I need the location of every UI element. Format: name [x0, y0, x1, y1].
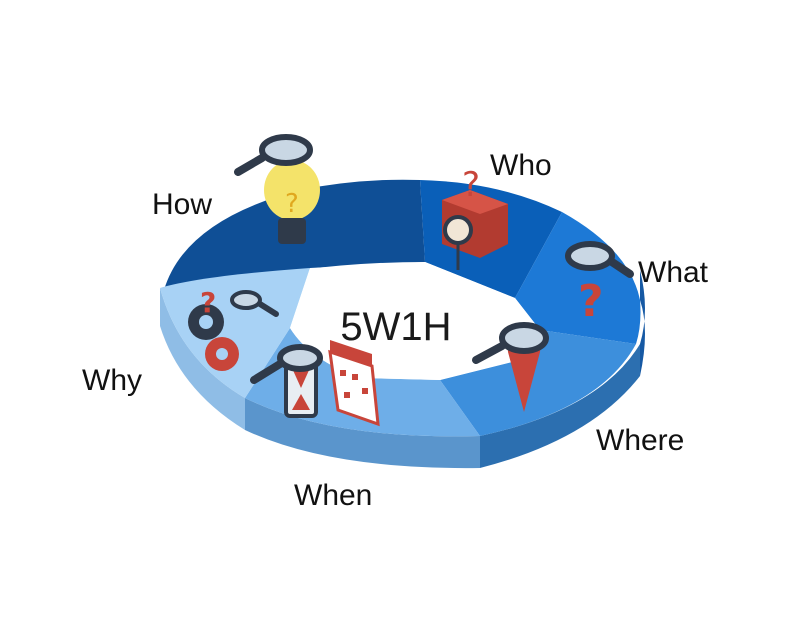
segment-labels: How Who What Where When Why [82, 149, 709, 512]
hourglass-calendar-icon [250, 340, 380, 427]
svg-text:?: ? [200, 286, 216, 319]
map-pin-magnifier-icon [472, 322, 549, 412]
label-why: Why [82, 364, 142, 397]
label-what: What [638, 256, 709, 289]
person-box-question-icon: ? [442, 165, 508, 270]
label-where: Where [596, 424, 684, 457]
lightbulb-magnifier-icon: ? [234, 134, 320, 244]
svg-text:?: ? [578, 276, 604, 327]
wall-when [245, 398, 480, 469]
gears-question-icon: ? [188, 286, 279, 371]
wall-why [160, 288, 245, 430]
label-who: Who [490, 149, 552, 182]
ring-walls [160, 270, 645, 469]
label-how: How [152, 188, 212, 221]
label-when: When [294, 479, 372, 512]
segment-what [515, 212, 641, 344]
wall-where [480, 344, 640, 468]
wall-what [640, 270, 645, 376]
svg-text:?: ? [462, 165, 480, 205]
question-mark-magnifier-icon: ? [565, 241, 634, 327]
svg-text:?: ? [285, 189, 299, 219]
segment-why [160, 268, 310, 398]
segment-where [440, 330, 636, 436]
center-title: 5W1H [340, 305, 451, 349]
